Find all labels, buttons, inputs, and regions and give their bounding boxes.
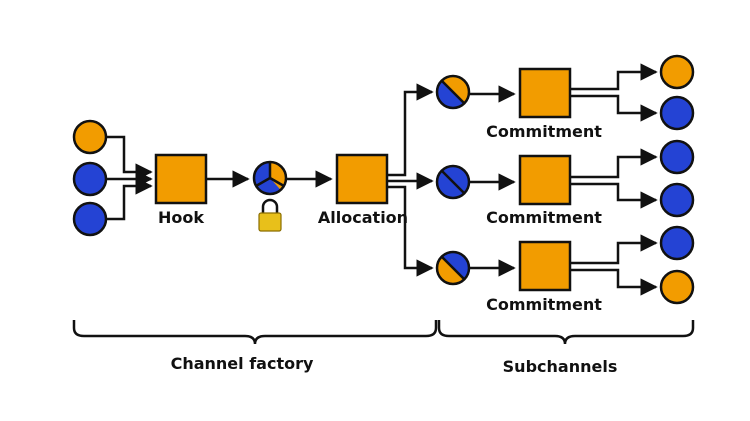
subchannels-label: Subchannels: [503, 357, 618, 376]
commitment-box-mid: [518, 154, 572, 206]
subchannel-coin-mid: [435, 164, 471, 200]
input-coin-blue-1: [72, 161, 108, 197]
commitment-label-top: Commitment: [486, 122, 602, 141]
channel-factory-brace: [72, 320, 438, 345]
allocation-label: Allocation: [318, 208, 408, 227]
input-coin-orange: [72, 119, 108, 155]
subchannel-arrows: [470, 85, 516, 277]
hook-box: [154, 153, 208, 205]
subchannel-coin-top: [435, 74, 471, 110]
commitment-arrows: [571, 63, 658, 296]
subchannel-coin-bottom: [435, 250, 471, 286]
output-coin-orange-2: [659, 269, 695, 305]
hook-label: Hook: [158, 208, 204, 227]
output-coin-blue-2: [659, 139, 695, 175]
padlock-icon: [258, 198, 282, 232]
output-coin-blue-1: [659, 95, 695, 131]
input-coin-blue-2: [72, 201, 108, 237]
output-coin-blue-4: [659, 225, 695, 261]
allocation-arrows: [388, 83, 434, 277]
funding-output-coin: [252, 160, 288, 196]
channel-factory-label: Channel factory: [171, 354, 314, 373]
output-coin-blue-3: [659, 182, 695, 218]
output-coin-orange-1: [659, 54, 695, 90]
commitment-box-bottom: [518, 240, 572, 292]
commitment-label-mid: Commitment: [486, 208, 602, 227]
input-arrows: [107, 135, 153, 221]
subchannels-brace: [437, 320, 695, 345]
allocation-box: [335, 153, 389, 205]
commitment-box-top: [518, 67, 572, 119]
commitment-label-bottom: Commitment: [486, 295, 602, 314]
